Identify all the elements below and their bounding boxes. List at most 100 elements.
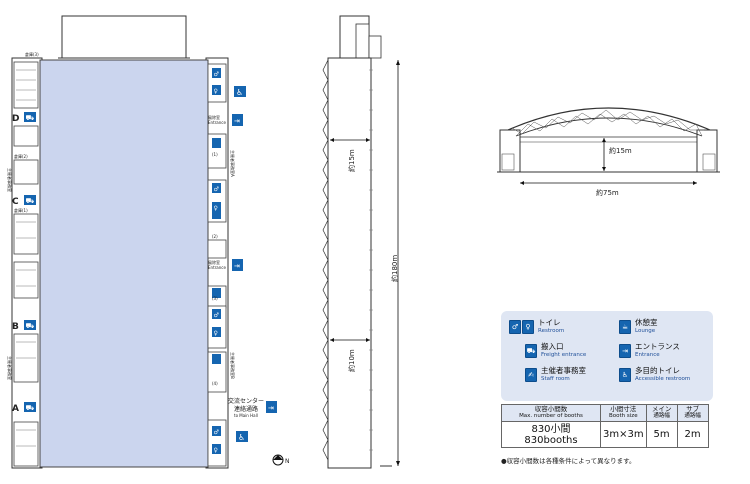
svg-text:⇥: ⇥ bbox=[234, 117, 240, 125]
legend-freight-jp: 搬入口 bbox=[541, 342, 564, 351]
freight-bay-d: D ⛟ bbox=[12, 112, 36, 124]
section-length-dim: 約180m bbox=[390, 255, 399, 282]
svg-text:♀: ♀ bbox=[214, 205, 218, 212]
section-height-dim: 約10m bbox=[347, 349, 356, 372]
restroom-icons-east bbox=[212, 68, 221, 454]
legend-lounge-jp: 休憩室 bbox=[635, 318, 658, 327]
svg-text:⛟: ⛟ bbox=[26, 197, 35, 205]
top-annex bbox=[61, 15, 187, 59]
section-width-dim: 約15m bbox=[347, 149, 356, 172]
longitudinal-section: 約15m 約10m 約180m bbox=[322, 15, 400, 469]
restroom-icon bbox=[212, 85, 221, 95]
cell-sub-aisle: 2m bbox=[676, 421, 709, 448]
restroom-icon bbox=[212, 68, 221, 78]
restroom-icon: ♀ bbox=[522, 320, 534, 334]
svg-text:D: D bbox=[12, 114, 19, 124]
staff-room-icon bbox=[212, 354, 221, 364]
svg-text:B: B bbox=[12, 322, 19, 332]
restroom-icon: ♂ bbox=[509, 320, 521, 334]
staff-room-icon bbox=[212, 288, 221, 298]
staff-room-icon bbox=[212, 138, 221, 148]
stair-label-3: (3) bbox=[212, 296, 218, 301]
legend-lounge-en: Lounge bbox=[635, 328, 656, 334]
accessible-restroom-icon bbox=[234, 86, 246, 97]
freight-entrance-icon bbox=[24, 112, 36, 122]
entrance-icon bbox=[232, 259, 243, 271]
storage-label-2: 倉庫(2) bbox=[14, 153, 28, 159]
office-label-west-1: 主催者事務室 bbox=[7, 168, 13, 192]
entrance-label-jp: 風除室 bbox=[208, 114, 220, 120]
accessible-restroom-icon bbox=[236, 431, 248, 442]
legend-staff-en: Staff room bbox=[541, 376, 570, 382]
freight-entrance-icon bbox=[24, 195, 36, 205]
svg-text:⛟: ⛟ bbox=[26, 404, 35, 412]
storage-label-1: 倉庫(1) bbox=[14, 207, 28, 213]
office-label-west-2: 主催者事務室 bbox=[7, 356, 13, 380]
restroom-icon bbox=[212, 327, 221, 337]
svg-text:A: A bbox=[12, 404, 19, 414]
restroom-icon bbox=[212, 183, 221, 193]
staff-room-icon bbox=[212, 211, 221, 219]
legend-freight-en: Freight entrance bbox=[541, 352, 587, 358]
legend-accessible-en: Accessible restroom bbox=[635, 376, 691, 382]
legend-entrance-jp: エントランス bbox=[635, 342, 680, 351]
cross-height-dim: 約15m bbox=[609, 146, 632, 155]
legend-accessible-jp: 多目的トイレ bbox=[635, 366, 680, 375]
svg-text:♂: ♂ bbox=[214, 71, 219, 78]
svg-text:♂: ♂ bbox=[214, 312, 219, 319]
freight-entrance-icon bbox=[24, 320, 36, 330]
restroom-icon bbox=[212, 444, 221, 454]
freight-bay-c: C ⛟ bbox=[12, 195, 36, 207]
office-label-east-1: 主催者事務室A bbox=[230, 150, 236, 177]
exchange-center-label: 交流センター bbox=[228, 397, 264, 405]
connecting-passage-label: 連絡通路 bbox=[234, 405, 258, 413]
header-main-aisle: メイン通路幅 bbox=[645, 404, 678, 422]
section-wall bbox=[327, 57, 372, 469]
staff-room-icon: ✍ bbox=[525, 368, 537, 382]
stair-label-1: (1) bbox=[212, 152, 218, 157]
legend-restroom-jp: トイレ bbox=[538, 318, 561, 327]
cell-booth-size: 3m×3m bbox=[600, 421, 647, 448]
entrance-icon: ⇥ bbox=[619, 344, 631, 358]
accessible-restroom-icon: ♿ bbox=[619, 368, 631, 382]
north-arrow: N bbox=[272, 454, 290, 466]
entrance-label-en: Entrance bbox=[208, 120, 226, 125]
svg-text:⇥: ⇥ bbox=[234, 262, 240, 270]
freight-entrance-icon bbox=[24, 402, 36, 412]
freight-bay-a: A ⛟ bbox=[12, 402, 36, 414]
restroom-icon bbox=[212, 426, 221, 436]
svg-text:♀: ♀ bbox=[214, 88, 218, 95]
stair-label-2: (2) bbox=[212, 234, 218, 239]
legend-staff-jp: 主催者事務室 bbox=[541, 366, 586, 375]
capacity-note: ●収容小間数は各種条件によって異なります。 bbox=[501, 457, 636, 465]
lounge-icon: ☕ bbox=[619, 320, 631, 334]
svg-text:⇥: ⇥ bbox=[268, 404, 274, 412]
svg-text:♿: ♿ bbox=[236, 88, 243, 97]
svg-text:♀: ♀ bbox=[214, 330, 218, 337]
restroom-icon bbox=[212, 309, 221, 319]
entrance-label-en-2: Entrance bbox=[208, 265, 226, 270]
entrance-icon bbox=[266, 401, 277, 413]
freight-entrance-icon: ⛟ bbox=[525, 344, 537, 358]
entrance-icon bbox=[232, 114, 243, 126]
legend-entrance-en: Entrance bbox=[635, 352, 660, 358]
freight-bay-b: B ⛟ bbox=[12, 320, 36, 332]
cross-section: 約15m 約75m bbox=[497, 107, 720, 197]
svg-text:N: N bbox=[285, 458, 290, 465]
entrance-label-jp-2: 風除室 bbox=[208, 259, 220, 265]
top-storage-label: 倉庫(3) bbox=[25, 51, 39, 57]
svg-text:♂: ♂ bbox=[214, 429, 219, 436]
svg-text:⛟: ⛟ bbox=[26, 114, 35, 122]
floor-plan: 倉庫(3) 倉庫(2) 倉庫(1) D bbox=[7, 15, 290, 469]
svg-text:⛟: ⛟ bbox=[26, 322, 35, 330]
svg-text:C: C bbox=[12, 197, 19, 207]
